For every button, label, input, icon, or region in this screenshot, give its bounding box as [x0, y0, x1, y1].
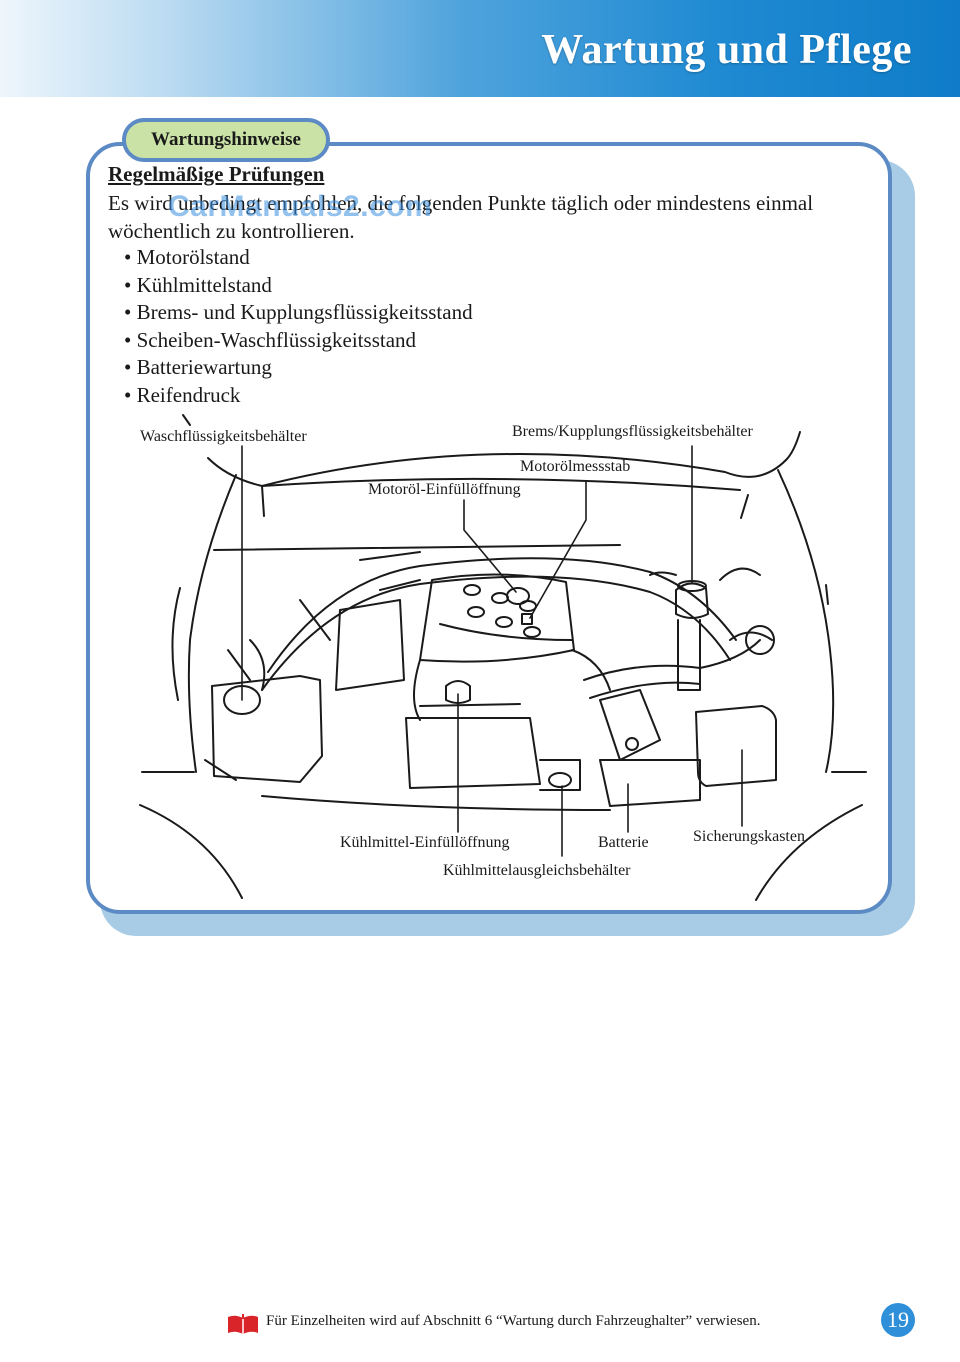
- footer-note: Für Einzelheiten wird auf Abschnitt 6 “W…: [266, 1313, 760, 1330]
- coolant-tank-cap: [549, 773, 571, 787]
- battery-box: [406, 718, 540, 788]
- right-fender: [778, 470, 833, 772]
- label-coolant-filler: Kühlmittel-Einfüllöffnung: [340, 834, 509, 852]
- book-icon: [226, 1313, 260, 1335]
- label-fuse-box: Sicherungskasten: [693, 828, 805, 846]
- oil-filler-cap: [507, 588, 529, 604]
- page-number: 19: [881, 1303, 915, 1337]
- label-washer-reservoir: Waschflüssigkeitsbehälter: [140, 428, 307, 446]
- oil-dipstick-handle: [522, 614, 532, 624]
- valve-cover: [420, 574, 574, 661]
- engine-bay-illustration: [0, 0, 960, 960]
- leader-lines: [242, 446, 742, 856]
- label-coolant-expansion-tank: Kühlmittelausgleichsbehälter: [443, 862, 631, 880]
- label-oil-filler: Motoröl-Einfüllöffnung: [368, 481, 521, 499]
- label-battery: Batterie: [598, 834, 649, 852]
- label-oil-dipstick: Motorölmessstab: [520, 458, 630, 476]
- label-brake-clutch-reservoir: Brems/Kupplungsflüssigkeitsbehälter: [512, 423, 753, 441]
- fuse-box: [696, 706, 776, 786]
